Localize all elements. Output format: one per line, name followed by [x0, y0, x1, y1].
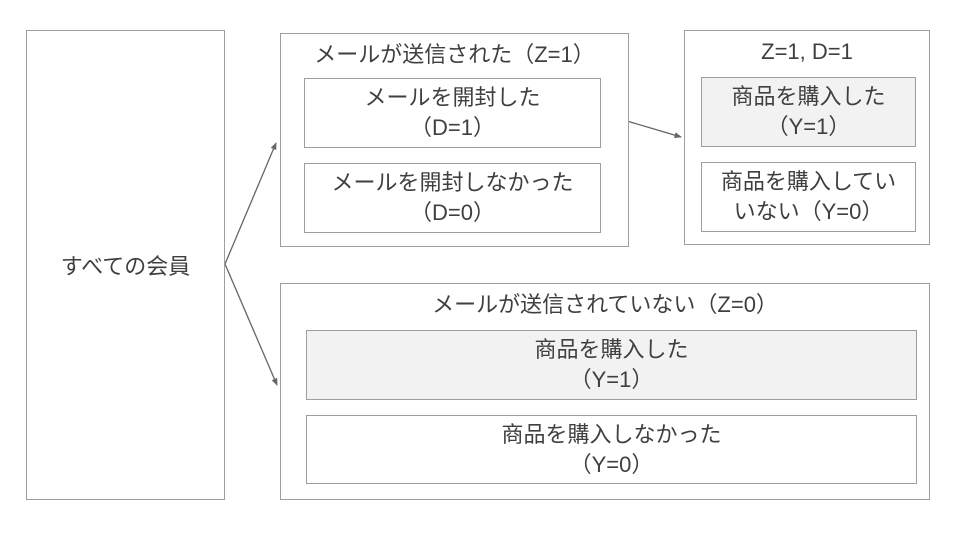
zd-purchased-box: 商品を購入した （Y=1） — [701, 77, 916, 147]
treated-group-title: メールが送信された（Z=1） — [314, 42, 595, 67]
zd-purchased-label-line2: （Y=1） — [766, 114, 851, 139]
opened-label-line1: メールを開封した — [364, 85, 541, 110]
control-group-box: メールが送信されていない（Z=0） 商品を購入した （Y=1） 商品を購入しなか… — [280, 283, 930, 500]
zd-purchased-label-line1: 商品を購入した — [731, 84, 886, 109]
all-members-box: すべての会員 — [26, 30, 225, 500]
treated-group-box: メールが送信された（Z=1） メールを開封した （D=1） メールを開封しなかっ… — [280, 33, 629, 247]
not-opened-label-line1: メールを開封しなかった — [331, 170, 574, 195]
arrow-root-to-control — [224, 263, 278, 386]
zd-not-purchased-box: 商品を購入してい いない（Y=0） — [701, 162, 916, 232]
control-not-purchased-label-line1: 商品を購入しなかった — [501, 421, 722, 447]
not-opened-box: メールを開封しなかった （D=0） — [304, 163, 601, 233]
all-members-label: すべての会員 — [60, 254, 191, 279]
control-purchased-box: 商品を購入した （Y=1） — [306, 330, 917, 400]
opened-label-line2: （D=1） — [410, 115, 495, 140]
control-not-purchased-label-line2: （Y=0） — [569, 451, 654, 477]
zd-not-purchased-label-line1: 商品を購入してい — [720, 169, 897, 194]
opened-box: メールを開封した （D=1） — [304, 78, 601, 148]
treated-opened-group-box: Z=1, D=1 商品を購入した （Y=1） 商品を購入してい いない（Y=0） — [684, 30, 930, 245]
control-purchased-label-line2: （Y=1） — [569, 367, 654, 392]
not-opened-label-line2: （D=0） — [410, 200, 495, 225]
treated-opened-group-title: Z=1, D=1 — [761, 39, 853, 64]
arrow-root-to-treated — [224, 142, 277, 265]
control-not-purchased-box: 商品を購入しなかった （Y=0） — [306, 415, 917, 484]
control-group-title: メールが送信されていない（Z=0） — [432, 292, 778, 317]
control-purchased-label-line1: 商品を購入した — [534, 337, 689, 362]
zd-not-purchased-label-line2: いない（Y=0） — [733, 199, 884, 224]
